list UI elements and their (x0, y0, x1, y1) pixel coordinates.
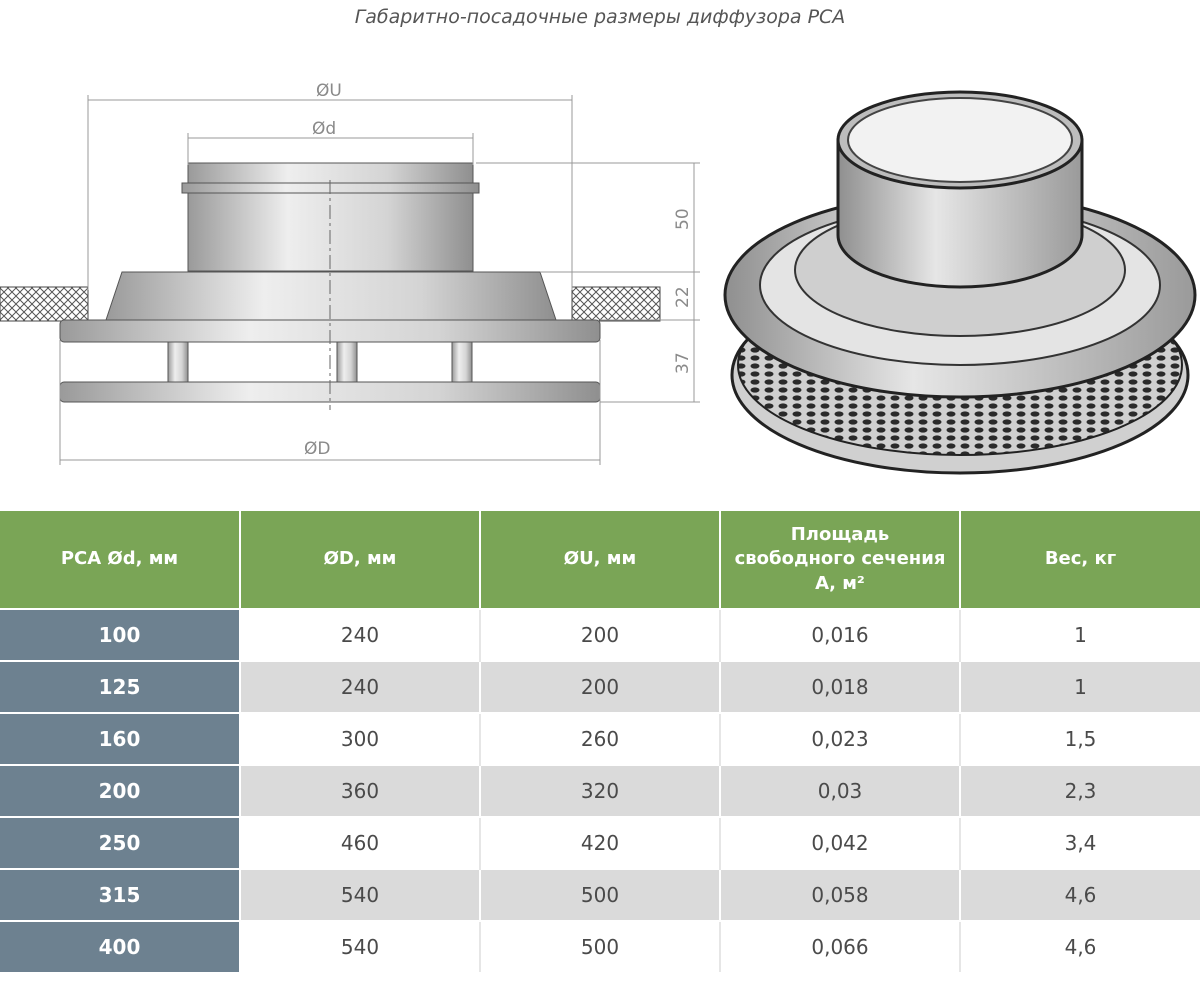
diffuser-render (723, 90, 1197, 475)
cell-D: 240 (240, 660, 481, 713)
cell-D: 240 (240, 608, 481, 661)
cell-U: 320 (480, 764, 721, 817)
cell-weight: 1,5 (960, 712, 1200, 765)
cell-weight: 1 (960, 660, 1200, 713)
dim-50-label: 50 (673, 208, 693, 230)
table-row: 200 360 320 0,03 2,3 (0, 764, 1200, 817)
cone-body (105, 271, 557, 321)
page-title: Габаритно-посадочные размеры диффузора P… (354, 6, 846, 28)
cell-model: 250 (0, 816, 241, 869)
cell-D: 540 (240, 920, 481, 972)
cell-model: 315 (0, 868, 241, 921)
cell-area: 0,018 (720, 660, 961, 713)
cell-U: 200 (480, 660, 721, 713)
cell-model: 125 (0, 660, 241, 713)
cell-model: 400 (0, 920, 241, 972)
cell-area: 0,023 (720, 712, 961, 765)
cell-weight: 1 (960, 608, 1200, 661)
cell-D: 460 (240, 816, 481, 869)
header-diameter-U: ØU, мм (480, 511, 721, 609)
table-row: 100 240 200 0,016 1 (0, 608, 1200, 661)
insulation-left (0, 286, 89, 322)
cell-area: 0,03 (720, 764, 961, 817)
cell-area: 0,066 (720, 920, 961, 972)
cell-model: 100 (0, 608, 241, 661)
dim-U-label: ØU (316, 81, 342, 101)
cell-model: 200 (0, 764, 241, 817)
table-row: 315 540 500 0,058 4,6 (0, 868, 1200, 921)
header-weight: Вес, кг (960, 511, 1200, 609)
table-header-row: PCA Ød, мм ØD, мм ØU, мм Площадь свободн… (0, 511, 1200, 609)
cell-U: 420 (480, 816, 721, 869)
dim-d-label: Ød (312, 119, 336, 139)
cell-area: 0,042 (720, 816, 961, 869)
dim-D-label: ØD (304, 439, 330, 459)
table-row: 125 240 200 0,018 1 (0, 660, 1200, 713)
cell-weight: 3,4 (960, 816, 1200, 869)
dim-37-label: 37 (673, 352, 693, 374)
cell-weight: 2,3 (960, 764, 1200, 817)
header-diameter-D: ØD, мм (240, 511, 481, 609)
dim-22-label: 22 (673, 286, 693, 308)
specs-table: PCA Ød, мм ØD, мм ØU, мм Площадь свободн… (0, 511, 1200, 972)
table-row: 250 460 420 0,042 3,4 (0, 816, 1200, 869)
cell-model: 160 (0, 712, 241, 765)
table-row: 160 300 260 0,023 1,5 (0, 712, 1200, 765)
cell-area: 0,016 (720, 608, 961, 661)
cell-U: 500 (480, 868, 721, 921)
cell-D: 360 (240, 764, 481, 817)
cell-D: 300 (240, 712, 481, 765)
cell-weight: 4,6 (960, 868, 1200, 921)
table-row: 400 540 500 0,066 4,6 (0, 920, 1200, 972)
header-diameter-d: PCA Ød, мм (0, 511, 241, 609)
cell-D: 540 (240, 868, 481, 921)
dimension-drawing: ØU Ød ØD 50 22 37 (0, 81, 700, 465)
cell-U: 200 (480, 608, 721, 661)
cell-weight: 4,6 (960, 920, 1200, 972)
cell-U: 500 (480, 920, 721, 972)
header-free-area: Площадь свободного сечения А, м² (720, 511, 961, 609)
cell-U: 260 (480, 712, 721, 765)
insulation-right (571, 286, 661, 322)
cell-area: 0,058 (720, 868, 961, 921)
